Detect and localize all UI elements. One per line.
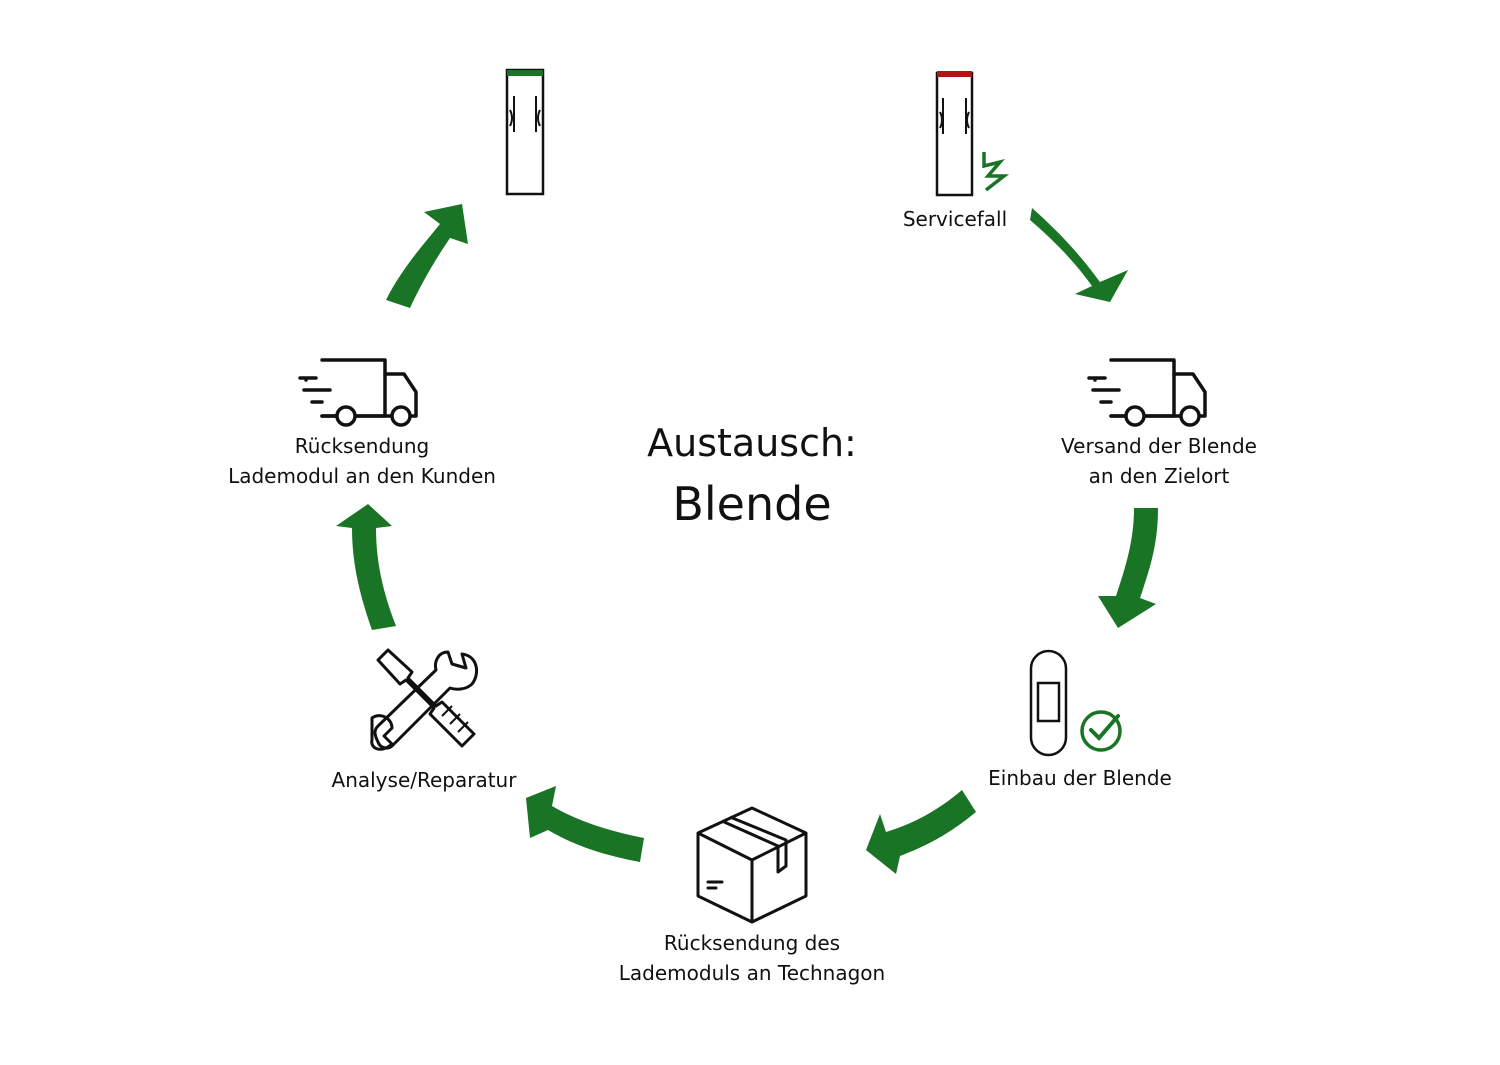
panel-check-icon: [1029, 649, 1122, 757]
box-icon: [696, 806, 808, 924]
label-einbau: Einbau der Blende: [988, 766, 1172, 790]
arrow-einbau-to-box: [866, 790, 976, 874]
tools-icon: [370, 648, 479, 751]
charger-fault-icon: [935, 71, 1010, 197]
center-title: Austausch: Blende: [647, 421, 857, 531]
label-technagon-1: Rücksendung des: [664, 931, 840, 955]
arrow-servicefall-to-versand: [1030, 208, 1128, 302]
label-kunde-2: Lademodul an den Kunden: [228, 464, 496, 488]
arrow-versand-to-einbau: [1098, 508, 1158, 628]
label-kunde-1: Rücksendung: [295, 434, 429, 458]
fault-zigzag-icon: [982, 152, 1010, 192]
arrow-box-to-analyse: [526, 786, 644, 862]
delivery-truck-icon-kunde: [298, 358, 418, 427]
center-title-line2: Blende: [672, 477, 831, 531]
arrow-ruecksendung-to-ok: [386, 204, 468, 308]
charger-ok-icon: [505, 68, 545, 196]
label-servicefall: Servicefall: [903, 207, 1007, 231]
label-versand-2: an den Zielort: [1089, 464, 1230, 488]
label-versand-1: Versand der Blende: [1061, 434, 1257, 458]
step-labels: Servicefall Versand der Blende an den Zi…: [228, 207, 1257, 985]
label-analyse: Analyse/Reparatur: [332, 768, 518, 792]
center-title-line1: Austausch:: [647, 421, 857, 465]
cycle-arrows: [336, 204, 1158, 874]
label-technagon-2: Lademoduls an Technagon: [619, 961, 885, 985]
delivery-truck-icon-versand: [1087, 358, 1207, 427]
arrow-analyse-to-ruecksendung: [336, 504, 396, 630]
